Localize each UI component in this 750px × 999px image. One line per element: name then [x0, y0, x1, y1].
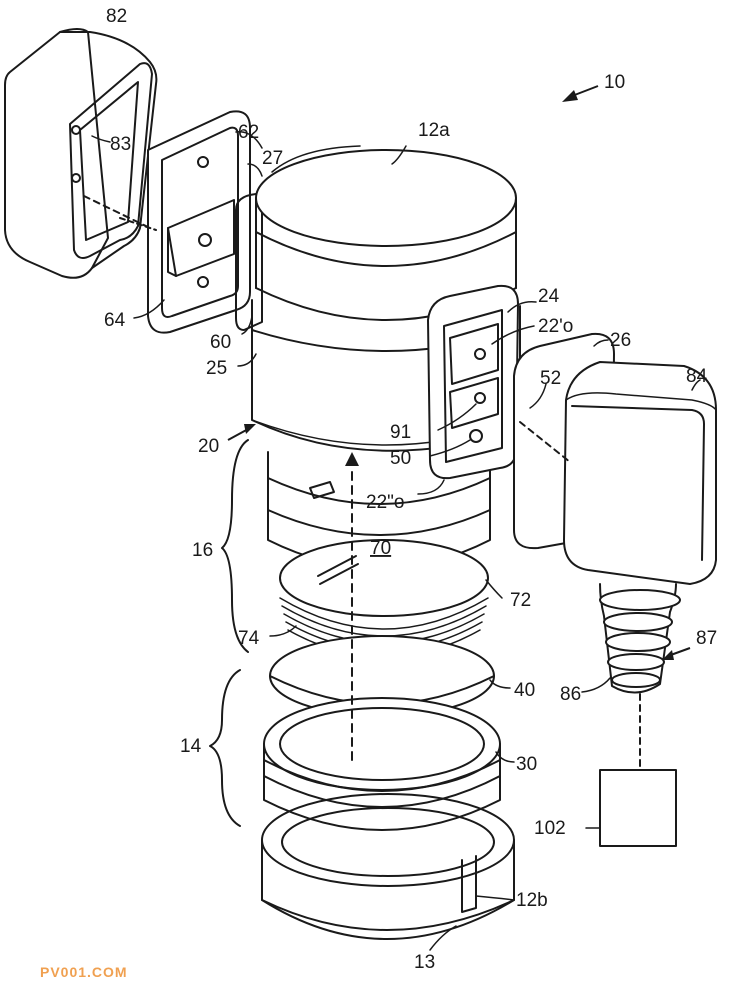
left-frame-part: [147, 110, 251, 334]
seal-ring-part: [263, 697, 501, 831]
label-74: 74: [238, 628, 260, 649]
collar-part: [267, 451, 491, 569]
frame-arrow-line: [119, 217, 157, 231]
label-26: 26: [610, 330, 631, 351]
bracket-14: [209, 669, 241, 827]
arrow-10: [571, 85, 599, 97]
reference-labels: 10 82 83 62 27 12a 64 60 25 24 22'o 26 5…: [104, 6, 717, 973]
label-70: 70: [370, 538, 391, 559]
label-52: 52: [540, 368, 561, 389]
label-83: 83: [110, 134, 131, 155]
label-50: 50: [390, 448, 411, 469]
bracket-16: [221, 439, 249, 653]
label-20: 20: [198, 436, 219, 457]
side-block-part: [235, 193, 263, 331]
left-cap-part: [4, 28, 158, 279]
label-60: 60: [210, 332, 231, 353]
label-102: 102: [534, 818, 566, 839]
label-64: 64: [104, 310, 126, 331]
label-12b: 12b: [516, 890, 548, 911]
arrow-20-head: [244, 424, 256, 434]
label-10: 10: [604, 72, 625, 93]
top-housing-part: [255, 145, 517, 321]
label-72: 72: [510, 590, 531, 611]
label-87: 87: [696, 628, 717, 649]
label-13: 13: [414, 952, 435, 973]
label-24: 24: [538, 286, 560, 307]
label-16: 16: [192, 540, 213, 561]
label-12a: 12a: [418, 120, 450, 141]
axis-arrowhead: [345, 452, 359, 466]
label-82: 82: [106, 6, 127, 27]
right-cap-part: [519, 361, 717, 585]
label-14: 14: [180, 736, 202, 757]
label-62: 62: [238, 122, 259, 143]
label-27: 27: [262, 148, 283, 169]
arrow-87-head: [662, 650, 674, 660]
label-84: 84: [686, 366, 708, 387]
cable-part: [599, 583, 681, 771]
arrow-10-head: [562, 90, 578, 102]
watermark-text: PV001.COM: [40, 964, 128, 980]
label-22o-lower: 22"o: [366, 492, 404, 513]
leader-lines: [91, 131, 701, 951]
label-22o-upper: 22'o: [538, 316, 573, 337]
module-box: [599, 769, 677, 847]
label-30: 30: [516, 754, 537, 775]
base-housing-part: [261, 793, 515, 940]
label-86: 86: [560, 684, 581, 705]
label-25: 25: [206, 358, 227, 379]
label-91: 91: [390, 422, 411, 443]
right-frame-part: [427, 284, 519, 480]
label-40: 40: [514, 680, 535, 701]
